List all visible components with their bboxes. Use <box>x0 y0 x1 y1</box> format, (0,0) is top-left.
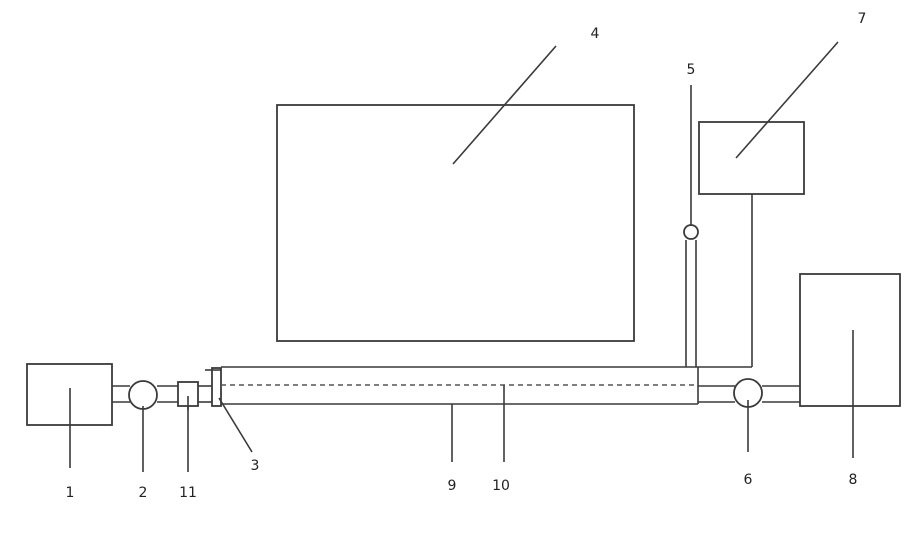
component-2-pump <box>129 381 157 409</box>
label-11: 11 <box>179 485 197 501</box>
label-6: 6 <box>744 472 753 488</box>
component-4-box <box>277 105 634 341</box>
label-3: 3 <box>251 458 260 474</box>
label-9: 9 <box>448 478 457 494</box>
leader-line-3 <box>219 398 252 452</box>
label-10: 10 <box>492 478 510 494</box>
label-2: 2 <box>139 485 148 501</box>
component-8-box <box>800 274 900 406</box>
label-1: 1 <box>66 485 75 501</box>
label-4: 4 <box>591 26 600 42</box>
label-5: 5 <box>687 62 696 78</box>
label-7: 7 <box>858 11 867 27</box>
label-8: 8 <box>849 472 858 488</box>
component-7-box <box>699 122 804 194</box>
component-5-sensor <box>684 225 698 239</box>
